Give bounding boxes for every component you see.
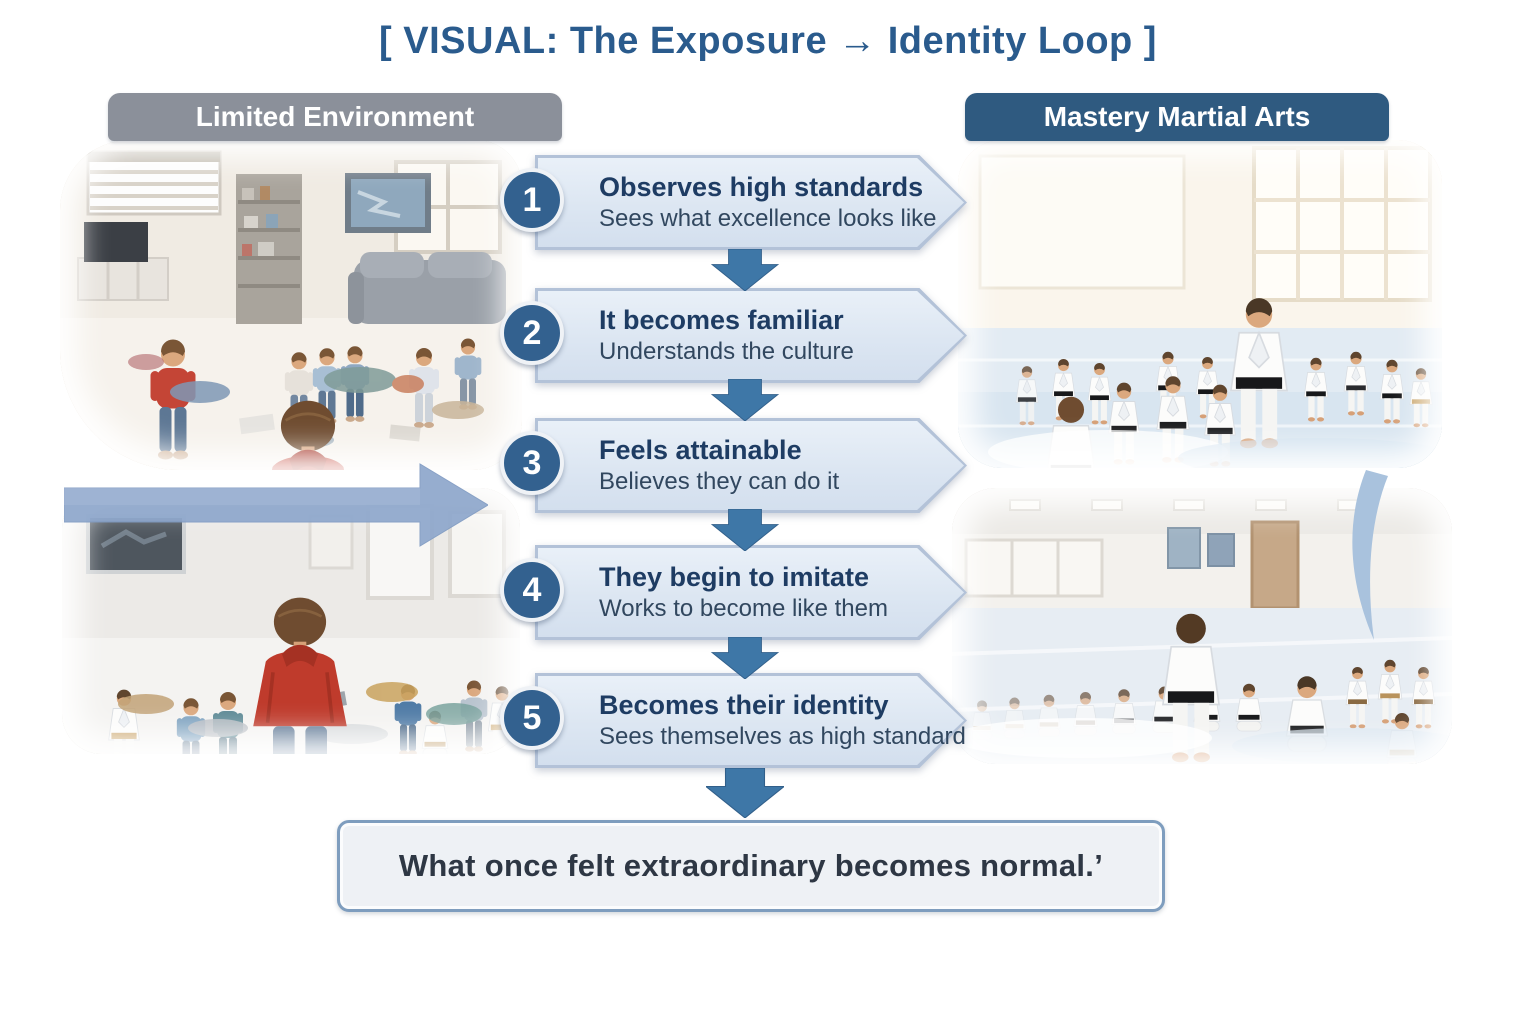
page-title: [ VISUAL: The Exposure → Identity Loop ] [379,20,1157,62]
conclusion-text: What once felt extraordinary becomes nor… [398,848,1104,883]
wall-art-icon [308,514,354,570]
step-3-subtitle: Believes they can do it [599,468,840,496]
step-3-number: 3 [500,431,564,495]
bright-wall [978,154,1186,290]
wall-poster-icon [1167,527,1201,569]
down-arrow-icon [706,768,784,818]
step-3-box: Feels attainable Believes they can do it [535,418,967,513]
window-icon [964,538,1104,598]
tv-console-icon [77,222,169,301]
step-5-box: Becomes their identity Sees themselves a… [535,673,967,768]
floor-clutter [128,354,484,448]
wall-tv-icon [345,173,431,233]
step-5-subtitle: Sees themselves as high standard [599,723,966,751]
messy-living-room-scene [60,140,522,470]
step-2-number: 2 [500,301,564,365]
illustration-dojo-top [958,140,1442,468]
right-column-header: Mastery Martial Arts [965,93,1389,141]
down-arrow-icon [710,509,780,551]
dojo-training-scene [958,140,1442,468]
down-arrow-icon [710,637,780,679]
right-column-header-label: Mastery Martial Arts [1043,101,1311,132]
step-3-title: Feels attainable [599,435,802,466]
step-4-number: 4 [500,558,564,622]
wall-tv-icon [86,514,186,574]
left-column-header: Limited Environment [108,93,562,141]
step-5-number: 5 [500,686,564,750]
ceiling-lights [1009,499,1369,511]
illustration-limited-environment-bottom [62,488,520,754]
window-icon [448,510,506,598]
down-arrow-icon [710,379,780,421]
left-column-header-label: Limited Environment [195,101,475,132]
step-1-subtitle: Sees what excellence looks like [599,205,937,233]
shelf-unit-icon [236,174,302,324]
illustration-limited-environment-top [60,140,522,470]
step-2-box: It becomes familiar Understands the cult… [535,288,967,383]
curved-swoosh-icon [1352,470,1388,640]
flow-right-arrow-icon [64,463,488,547]
step-1-box: Observes high standards Sees what excell… [535,155,967,250]
step-1-title: Observes high standards [599,172,924,203]
step-4-subtitle: Works to become like them [599,595,888,623]
down-arrow-icon [710,249,780,291]
step-4-title: They begin to imitate [599,562,870,593]
step-4-box: They begin to imitate Works to become li… [535,545,967,640]
couch-icon [348,252,506,324]
cluttered-room-scene [62,488,520,754]
step-2-title: It becomes familiar [599,305,844,336]
step-2-subtitle: Understands the culture [599,338,854,366]
window-blinds-icon [86,150,222,216]
step-1-number: 1 [500,168,564,232]
wall-poster-icon [1207,533,1235,567]
door-icon [1250,520,1300,610]
conclusion-box: What once felt extraordinary becomes nor… [337,820,1165,912]
step-5-title: Becomes their identity [599,690,889,721]
